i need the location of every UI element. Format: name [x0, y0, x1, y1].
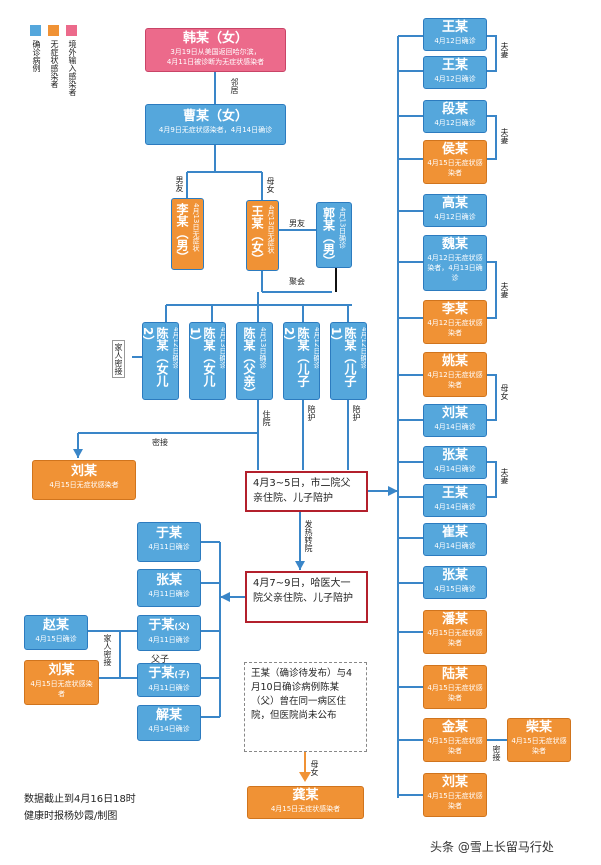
label-couple4: 夫妻	[500, 468, 509, 484]
node-chen-son1: 陈某（儿子1） 4月12日确诊	[330, 322, 367, 400]
node-r-zhang2: 张某 4月15日确诊	[423, 566, 487, 599]
node-r-lu: 陆某 4月15日无症状感染者	[423, 665, 487, 709]
label-mother-daughter3: 母女	[500, 384, 509, 400]
node-zhang1: 张某 4月11日确诊	[137, 569, 201, 607]
label-close-contact: 密接	[152, 438, 168, 447]
yu-father-name: 于某	[148, 618, 175, 633]
label-father-son: 父子	[151, 655, 170, 665]
node-liu2: 刘某 4月15日无症状感染者	[24, 660, 99, 705]
note-box: 王某（确诊待发布）与4月10日确诊病例陈某（父）曾在同一病区住院，但医院尚未公布	[244, 662, 367, 752]
label-couple2: 夫妻	[500, 128, 509, 144]
label-boyfriend2: 男友	[289, 219, 305, 228]
node-r-liu2: 刘某 4月15日无症状感染者	[423, 773, 487, 817]
node-cao: 曹某（女） 4月9日无症状感染者，4月14日确诊	[145, 104, 286, 145]
footer-data-cutoff: 数据截止到4月16日18时	[24, 794, 136, 805]
node-han: 韩某（女） 3月19日从美国返回哈尔滨， 4月11日被诊断为无症状感染者	[145, 28, 286, 72]
node-r-zhang1: 张某 4月14日确诊	[423, 446, 487, 479]
label-couple3: 夫妻	[500, 282, 509, 298]
label-party: 聚会	[289, 277, 305, 286]
node-r-wang1: 王某 4月12日确诊	[423, 18, 487, 51]
node-guo: 郭某（男） 4月13日确诊	[316, 202, 352, 268]
node-r-gao: 高某 4月12日确诊	[423, 194, 487, 227]
legend-confirmed-label: 确诊病例	[32, 40, 41, 72]
legend-confirmed-swatch	[30, 25, 41, 36]
node-r-jin: 金某 4月15日无症状感染者	[423, 718, 487, 762]
node-r-wei: 魏某 4月12日无症状感染者，4月13日确诊	[423, 235, 487, 291]
legend-imported-swatch	[66, 25, 77, 36]
node-r-liu: 刘某 4月14日确诊	[423, 404, 487, 437]
label-couple1: 夫妻	[500, 42, 509, 58]
node-chen-daughter1: 陈某（女儿1） 4月13日确诊	[189, 322, 226, 400]
node-r-pan: 潘某 4月15日无症状感染者	[423, 610, 487, 654]
node-xie: 解某 4月14日确诊	[137, 705, 201, 741]
node-chen-father: 陈某（父亲） 4月13日确诊	[236, 322, 273, 400]
node-yu1: 于某 4月11日确诊	[137, 522, 201, 562]
node-r-hou: 侯某 4月15日无症状感染者	[423, 140, 487, 184]
node-r-wang3: 王某 4月14日确诊	[423, 484, 487, 517]
label-neighbor: 邻居	[230, 78, 239, 94]
watermark: 头条 @雪上长留马行处	[430, 840, 554, 854]
label-mother-daughter: 母女	[266, 177, 275, 193]
node-r-wang2: 王某 4月12日确诊	[423, 56, 487, 89]
node-zhao: 赵某 4月15日确诊	[24, 615, 88, 650]
yu-son-tag: (子)	[174, 670, 190, 679]
node-yu-son: 于某(子) 4月11日确诊	[137, 663, 201, 697]
label-accompany1: 陪护	[307, 405, 316, 421]
node-chen-daughter2: 陈某（女儿2） 4月12日确诊	[142, 322, 179, 400]
node-r-yao: 姚某 4月12日无症状感染者	[423, 352, 487, 397]
legend-asymptomatic-label: 无症状感染者	[50, 40, 59, 88]
label-family-close2: 家人密接	[103, 634, 112, 666]
label-close-contact2: 密接	[492, 745, 501, 761]
legend: 确诊病例 无症状感染者 境外输入感染者	[30, 25, 90, 110]
node-r-li: 李某 4月12日无症状感染者	[423, 300, 487, 344]
label-fever-transfer: 发热转院	[304, 520, 313, 552]
event-box-1: 4月3~5日，市二院父亲住院、儿子陪护	[245, 471, 368, 512]
node-wang-f: 王某（女） 4月13日无症状	[246, 200, 279, 271]
node-yu-father: 于某(父) 4月11日确诊	[137, 615, 201, 651]
node-li1: 李某（男） 4月13日无症状	[171, 198, 204, 270]
node-gong: 龚某 4月15日无症状感染者	[247, 786, 364, 819]
footer-credit: 健康时报杨妙霞/制图	[24, 811, 118, 822]
legend-asymptomatic-swatch	[48, 25, 59, 36]
node-r-chai: 柴某 4月15日无症状感染者	[507, 718, 571, 762]
label-boyfriend1: 男友	[175, 176, 184, 192]
node-r-cui: 崔某 4月14日确诊	[423, 523, 487, 556]
label-family-close: 家人密接	[112, 340, 125, 378]
node-chen-son2: 陈某（儿子2） 4月12日确诊	[283, 322, 320, 400]
node-liu1: 刘某 4月15日无症状感染者	[32, 460, 136, 500]
label-hospitalized: 住院	[262, 410, 271, 426]
node-r-duan: 段某 4月12日确诊	[423, 100, 487, 133]
legend-imported-label: 境外输入感染者	[68, 40, 77, 96]
label-accompany2: 陪护	[352, 405, 361, 421]
event-box-2: 4月7~9日，哈医大一院父亲住院、儿子陪护	[245, 571, 368, 623]
yu-father-tag: (父)	[174, 622, 190, 631]
yu-son-name: 于某	[148, 666, 175, 681]
label-mother-daughter2: 母女	[310, 760, 319, 776]
